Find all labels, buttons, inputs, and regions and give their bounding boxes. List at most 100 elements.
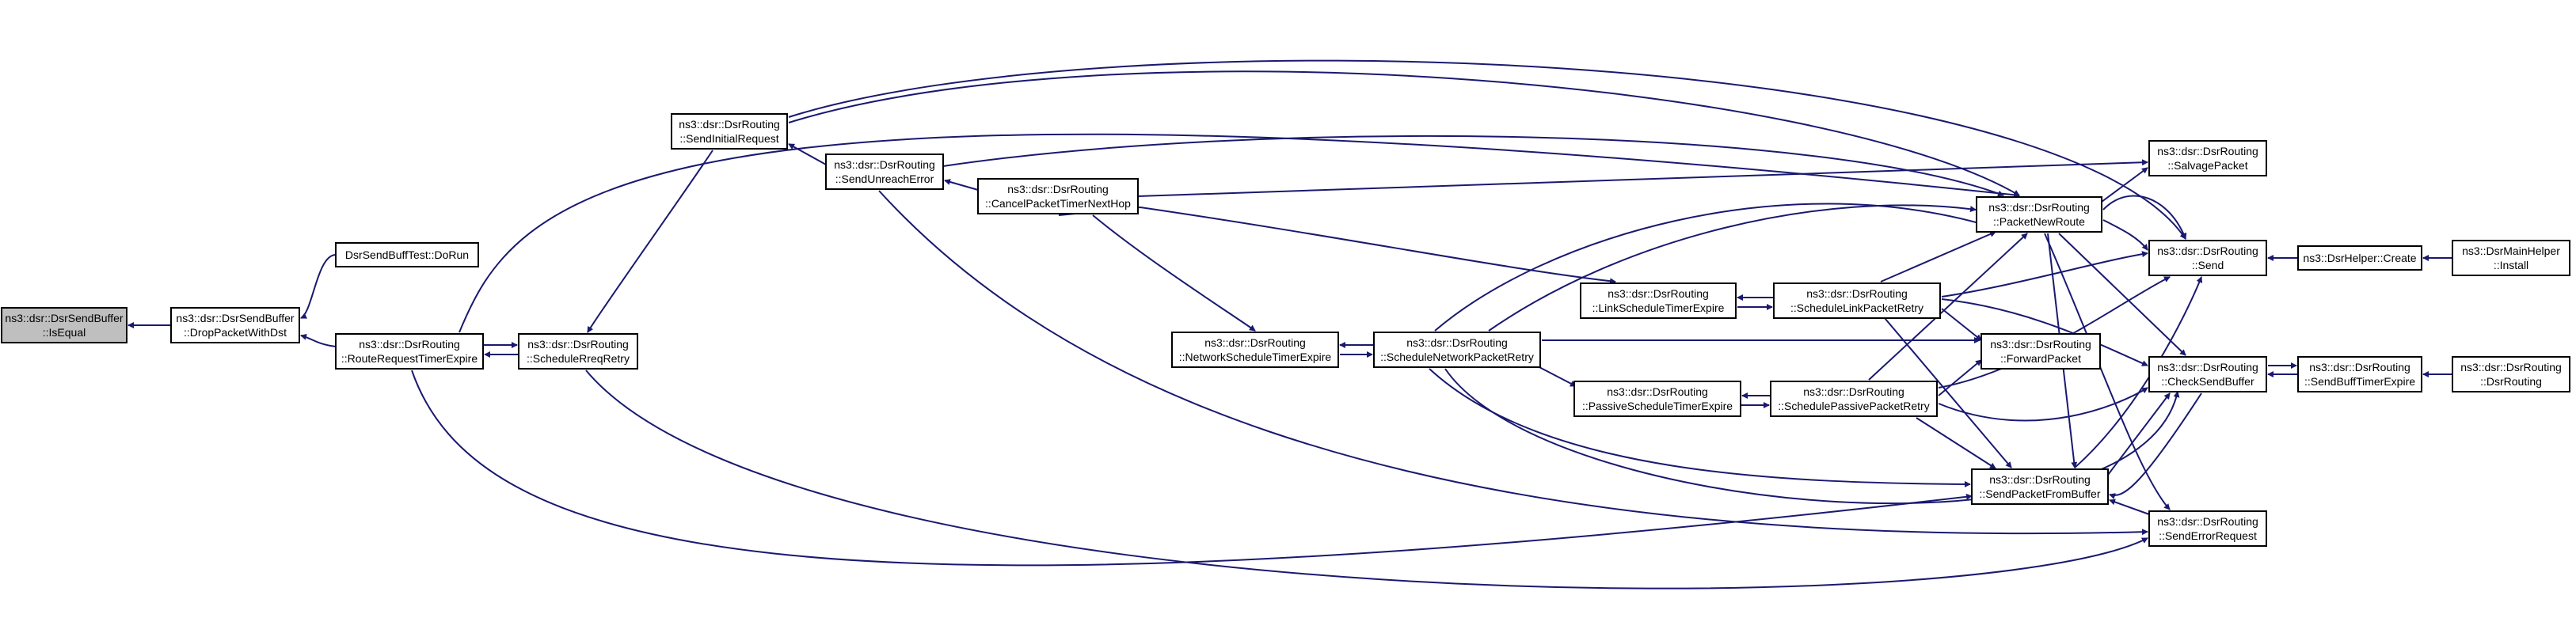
node-label-line: ::DropPacketWithDst (184, 326, 287, 339)
node-label-line: ns3::dsr::DsrRouting (1803, 385, 1904, 398)
edge-rreqtimer-sendfrombuf (411, 370, 1973, 567)
node-box (1976, 196, 2102, 233)
node-box (1, 307, 127, 343)
node-box (825, 154, 944, 190)
edge-packetnewroute-send (2102, 219, 2148, 251)
node-sched-link-retry[interactable]: ns3::dsr::DsrRouting::ScheduleLinkPacket… (1773, 282, 1941, 319)
node-label-line: ::SendBuffTimerExpire (2304, 375, 2415, 388)
node-check-send-buf[interactable]: ns3::dsr::DsrRouting::CheckSendBuffer (2148, 356, 2267, 392)
node-salvage[interactable]: ns3::dsr::DsrRouting::SalvagePacket (2148, 140, 2267, 176)
edge-schedlinkretry-checksendbuf (1941, 298, 2148, 366)
node-send-init[interactable]: ns3::dsr::DsrRouting::SendInitialRequest (671, 113, 788, 150)
node-label-line: ns3::dsr::DsrSendBuffer (176, 312, 294, 324)
edge-sendinit-schedrreq (587, 150, 713, 333)
edge-schednetretry-checksendbuf (1444, 368, 2180, 504)
node-label-line: ns3::dsr::DsrRouting (1990, 338, 2091, 351)
node-box (2452, 356, 2570, 392)
node-label-line: ns3::dsr::DsrRouting (1806, 287, 1908, 300)
node-packet-new-route[interactable]: ns3::dsr::DsrRouting::PacketNewRoute (1976, 196, 2102, 233)
edge-schedlinkretry-sendfrombuf (1884, 317, 2012, 468)
node-helper-create[interactable]: ns3::DsrHelper::Create (2297, 245, 2422, 271)
node-box (2148, 356, 2267, 392)
node-label-line: ::LinkScheduleTimerExpire (1592, 301, 1725, 314)
node-main-helper[interactable]: ns3::DsrMainHelper::Install (2452, 240, 2570, 276)
node-label-line: ns3::dsr::DsrRouting (2157, 515, 2258, 528)
node-sched-rreq[interactable]: ns3::dsr::DsrRouting::ScheduleRreqRetry (518, 333, 638, 370)
node-link-sched-timer[interactable]: ns3::dsr::DsrRouting::LinkScheduleTimerE… (1580, 282, 1737, 319)
node-label-line: ns3::dsr::DsrRouting (527, 338, 629, 351)
node-label-line: ns3::dsr::DsrRouting (359, 338, 460, 351)
node-label-line: ns3::dsr::DsrRouting (1406, 336, 1508, 349)
node-dsr-routing[interactable]: ns3::dsr::DsrRouting::DsrRouting (2452, 356, 2570, 392)
node-label-line: ::ScheduleNetworkPacketRetry (1380, 351, 1534, 363)
node-label-line: ns3::dsr::DsrRouting (2460, 361, 2562, 373)
node-label-line: ns3::dsr::DsrRouting (834, 158, 935, 171)
node-drop-packet[interactable]: ns3::dsr::DsrSendBuffer::DropPacketWithD… (170, 307, 300, 343)
node-box (335, 333, 484, 370)
node-label-line: ::SendErrorRequest (2159, 529, 2257, 542)
node-send-unreach[interactable]: ns3::dsr::DsrRouting::SendUnreachError (825, 154, 944, 190)
edge-rreqtimer-droppacket (300, 333, 337, 347)
node-label-line: ns3::dsr::DsrRouting (1608, 287, 1709, 300)
node-net-sched-timer[interactable]: ns3::dsr::DsrRouting::NetworkScheduleTim… (1171, 332, 1339, 368)
node-label-line: ::ScheduleRreqRetry (527, 352, 630, 365)
edge-sendunreach-senderrreq (878, 190, 2148, 536)
node-box (2148, 510, 2267, 547)
node-box (2297, 245, 2422, 271)
node-label-line: ns3::dsr::DsrRouting (2157, 145, 2258, 157)
edge-dorun-droppacket (300, 254, 337, 319)
node-box (1573, 381, 1741, 417)
edge-sendunreach-sendinit (788, 143, 827, 165)
edge-canceltimer-linksched (1058, 206, 1616, 285)
edge-schednetretry-sendfrombuf (1429, 368, 1971, 487)
node-label-line: ::PacketNewRoute (1993, 215, 2085, 228)
node-label-line: ::DsrRouting (2480, 375, 2542, 388)
node-label-line: ::CancelPacketTimerNextHop (985, 197, 1131, 210)
node-label-line: DsrSendBuffTest::DoRun (345, 248, 469, 261)
node-label-line: ::PassiveScheduleTimerExpire (1582, 400, 1733, 412)
edge-schednetretry-packetnewroute (1434, 203, 1988, 332)
node-box (2297, 356, 2422, 392)
edge-schedpassretry-forwardpacket (1938, 359, 1982, 396)
node-box (2148, 240, 2267, 276)
edge-schedlinkretry-packetnewroute (1880, 231, 1996, 282)
node-box (1580, 282, 1737, 319)
node-do-run[interactable]: DsrSendBuffTest::DoRun (335, 242, 479, 267)
node-box (170, 307, 300, 343)
node-send-buff-timer[interactable]: ns3::dsr::DsrRouting::SendBuffTimerExpir… (2297, 356, 2422, 392)
node-rreq-timer[interactable]: ns3::dsr::DsrRouting::RouteRequestTimerE… (335, 333, 484, 370)
node-cancel-timer[interactable]: ns3::dsr::DsrRouting::CancelPacketTimerN… (977, 178, 1139, 214)
node-send-from-buf[interactable]: ns3::dsr::DsrRouting::SendPacketFromBuff… (1971, 468, 2109, 505)
node-box (1373, 332, 1541, 368)
edge-packetnewroute-senderrreq (2044, 233, 2171, 510)
edge-schedpassretry-sendfrombuf (1916, 417, 1996, 469)
node-send-err-req[interactable]: ns3::dsr::DsrRouting::SendErrorRequest (2148, 510, 2267, 547)
edge-canceltimer-sendunreach (944, 179, 979, 191)
node-label-line: ::Send (2192, 259, 2224, 271)
node-label-line: ns3::dsr::DsrRouting (2157, 245, 2258, 257)
node-box (977, 178, 1139, 214)
node-box (2452, 240, 2570, 276)
node-label-line: ::ForwardPacket (2000, 352, 2081, 365)
node-box (1971, 468, 2109, 505)
node-send[interactable]: ns3::dsr::DsrRouting::Send (2148, 240, 2267, 276)
edge-sendfrombuf-checksendbuf (2107, 392, 2171, 476)
node-pass-sched-timer[interactable]: ns3::dsr::DsrRouting::PassiveScheduleTim… (1573, 381, 1741, 417)
node-sched-net-retry[interactable]: ns3::dsr::DsrRouting::ScheduleNetworkPac… (1373, 332, 1541, 368)
edge-senderrreq-sendfrombuf (2109, 499, 2150, 515)
node-sched-pass-retry[interactable]: ns3::dsr::DsrRouting::SchedulePassivePac… (1770, 381, 1938, 417)
node-label-line: ns3::dsr::DsrRouting (1607, 385, 1708, 398)
node-label-line: ns3::dsr::DsrRouting (1988, 201, 2090, 214)
node-label-line: ::SendUnreachError (835, 173, 934, 185)
node-label-line: ::Install (2494, 259, 2528, 271)
edge-sendunreach-packetnewroute (942, 135, 2004, 197)
edge-checksendbuf-sendfrombuf (2109, 392, 2202, 499)
node-label-line: ::SalvagePacket (2167, 159, 2247, 172)
edge-schedlinkretry-send (1941, 251, 2148, 298)
node-forward-packet[interactable]: ns3::dsr::DsrRouting::ForwardPacket (1981, 333, 2101, 370)
node-isequal: ns3::dsr::DsrSendBuffer::IsEqual (1, 307, 127, 343)
node-label-line: ::SchedulePassivePacketRetry (1778, 400, 1929, 412)
edge-schedlinkretry-forwardpacket (1941, 308, 1982, 341)
node-label-line: ns3::DsrHelper::Create (2303, 252, 2416, 264)
node-label-line: ns3::DsrMainHelper (2462, 245, 2560, 257)
